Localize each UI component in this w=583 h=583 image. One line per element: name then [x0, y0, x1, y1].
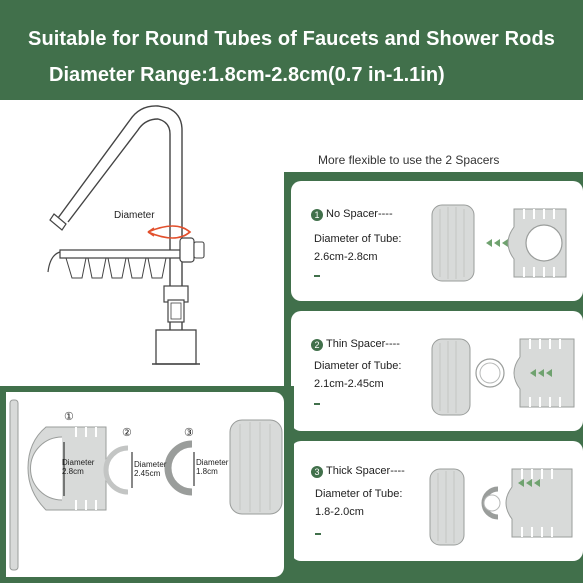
- part-diameter-label: Diameter: [62, 458, 95, 467]
- banner-range: Diameter Range:1.8cm-2.8cm(0.7 in-1.1in): [49, 64, 445, 86]
- part-marker: ①: [64, 411, 74, 423]
- option-diameter-range: 2.1cm-2.45cm: [314, 378, 384, 390]
- part-marker: ②: [122, 427, 132, 439]
- option-title-text: Thick Spacer----: [326, 465, 405, 477]
- thin-spacer-diagram: [431, 338, 575, 416]
- faucet-diameter-label: Diameter: [114, 210, 155, 221]
- green-dot-icon: [314, 275, 320, 277]
- part-diameter-value: 2.45cm: [134, 469, 161, 478]
- part-diameter-value: 1.8cm: [196, 467, 218, 476]
- part-diameter-label: Diameter: [134, 460, 167, 469]
- parts-diagram: [9, 399, 283, 571]
- option-title-text: Thin Spacer----: [326, 338, 400, 350]
- parts-card: ① ② ③ Diameter 2.8cm Diameter 2.45cm Dia…: [6, 392, 284, 577]
- green-dot-icon: [314, 403, 320, 405]
- part-marker: ③: [184, 427, 194, 439]
- option-diameter-label: Diameter of Tube:: [314, 233, 402, 245]
- no-spacer-diagram: [431, 204, 567, 282]
- option-diameter-label: Diameter of Tube:: [314, 360, 402, 372]
- part-diameter-label: Diameter: [196, 458, 229, 467]
- option-number-badge: 3: [311, 466, 323, 478]
- option-diameter-range: 1.8-2.0cm: [315, 506, 364, 518]
- faucet-illustration: [47, 105, 205, 365]
- option-title-text: No Spacer----: [326, 208, 393, 220]
- banner-title: Suitable for Round Tubes of Faucets and …: [28, 28, 555, 50]
- spacers-title: More flexible to use the 2 Spacers: [318, 153, 500, 167]
- option-diameter-range: 2.6cm-2.8cm: [314, 251, 378, 263]
- header-banner: Suitable for Round Tubes of Faucets and …: [0, 0, 583, 100]
- option-number-badge: 1: [311, 209, 323, 221]
- option-diameter-label: Diameter of Tube:: [315, 488, 403, 500]
- thick-spacer-diagram: [429, 468, 573, 546]
- green-dot-icon: [315, 533, 321, 535]
- option-number-badge: 2: [311, 339, 323, 351]
- part-diameter-value: 2.8cm: [62, 467, 84, 476]
